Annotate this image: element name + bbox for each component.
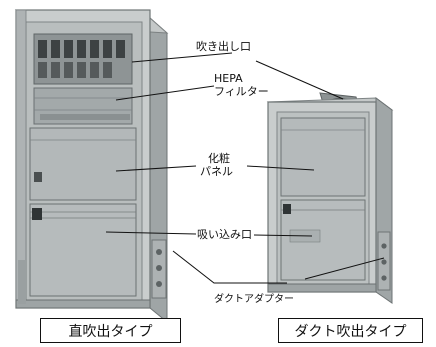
leader-outlet-left [131,52,233,63]
label-outlet: 吹き出し口 [196,39,251,53]
label-panel-line2: パネル [200,165,233,178]
left-hepa-filter [33,87,133,125]
leader-inlet-right [253,234,313,237]
leader-panel-left [115,165,197,172]
caption-right: ダクト吹出タイプ [278,318,423,343]
label-inlet: 吸い込み口 [197,228,252,241]
leader-hepa [115,85,215,101]
leader-inlet-left [105,231,197,235]
right-duct-adapter [377,231,391,291]
leader-lines [105,52,385,284]
left-inlet [29,203,137,297]
left-unit [14,9,169,324]
leader-panel-right [246,165,315,171]
caption-right-text: ダクト吹出タイプ [294,323,407,340]
leader-adapter-right [304,257,385,280]
caption-left: 直吹出タイプ [40,318,181,343]
right-unit [266,92,394,304]
label-hepa-line1: HEPA [214,72,243,85]
left-duct-adapter [151,239,167,299]
label-duct-adapter: ダクトアダプター [214,292,294,305]
left-outlet-louvers [33,33,133,85]
label-panel-line1: 化粧 [208,151,230,165]
leader-adapter-left [172,250,287,284]
caption-left-text: 直吹出タイプ [68,323,153,340]
leader-outlet-right [255,60,344,100]
left-decorative-panel [29,127,137,201]
label-hepa-line2: フィルター [214,85,269,98]
